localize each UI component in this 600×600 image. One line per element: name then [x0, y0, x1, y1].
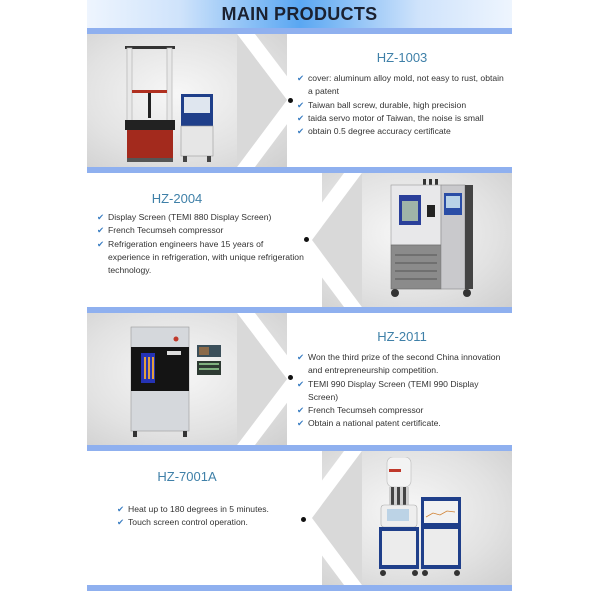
feature-list: ✔Won the third prize of the second China… [297, 351, 505, 431]
feature-item: ✔Touch screen control operation. [117, 516, 307, 529]
separator-band [87, 445, 512, 451]
main-products-header: MAIN PRODUCTS [87, 0, 512, 28]
product-card-hz-7001a[interactable]: HZ-7001A ✔Heat up to 180 degrees in 5 mi… [87, 451, 512, 585]
feature-item: ✔French Tecumseh compressor [297, 404, 505, 417]
feature-item: ✔French Tecumseh compressor [97, 224, 305, 237]
feature-item: ✔Taiwan ball screw, durable, high precis… [297, 99, 507, 112]
chevron-divider-icon [294, 451, 362, 585]
feature-item: ✔taida servo motor of Taiwan, the noise … [297, 112, 507, 125]
product-title: HZ-1003 [376, 50, 428, 65]
page-title: MAIN PRODUCTS [221, 3, 378, 24]
product-card-hz-2004[interactable]: HZ-2004 ✔Display Screen (TEMI 880 Displa… [87, 173, 512, 307]
check-icon: ✔ [97, 238, 105, 249]
product-card-hz-2011[interactable]: HZ-2011 ✔Won the third prize of the seco… [87, 313, 512, 445]
check-icon: ✔ [297, 418, 305, 429]
product-title: HZ-7001A [157, 469, 217, 484]
xenon-test-chamber-image [130, 326, 221, 437]
separator-band [87, 28, 512, 34]
feature-item: ✔Heat up to 180 degrees in 5 minutes. [117, 503, 307, 516]
environmental-chamber-image [390, 179, 473, 297]
main-products-column: MAIN PRODUCTS HZ-1003 ✔cover: aluminum a… [87, 0, 512, 600]
feature-item: ✔Obtain a national patent certificate. [297, 417, 505, 430]
check-icon: ✔ [297, 99, 305, 110]
separator-band [87, 307, 512, 313]
check-icon: ✔ [297, 73, 305, 83]
bullet-dot-icon [301, 517, 306, 522]
feature-item: ✔Refrigeration engineers have 15 years o… [97, 238, 304, 276]
product-card-hz-1003[interactable]: HZ-1003 ✔cover: aluminum alloy mold, not… [87, 34, 512, 167]
separator-band [87, 167, 512, 173]
check-icon: ✔ [297, 405, 305, 416]
separator-band [87, 585, 512, 591]
check-icon: ✔ [117, 517, 125, 528]
bullet-dot-icon [304, 237, 309, 242]
feature-list: ✔cover: aluminum alloy mold, not easy to… [297, 72, 507, 138]
product-title: HZ-2011 [377, 329, 427, 344]
check-icon: ✔ [297, 112, 305, 123]
bullet-dot-icon [288, 375, 293, 380]
feature-item: ✔Won the third prize of the second China… [297, 352, 501, 376]
feature-list: ✔Display Screen (TEMI 880 Display Screen… [97, 211, 305, 277]
product-title: HZ-2004 [151, 191, 203, 206]
check-icon: ✔ [297, 352, 305, 362]
check-icon: ✔ [297, 126, 305, 137]
feature-item: ✔cover: aluminum alloy mold, not easy to… [297, 73, 504, 97]
bullet-dot-icon [288, 98, 293, 103]
universal-testing-machine-image [125, 46, 214, 162]
feature-item: ✔Display Screen (TEMI 880 Display Screen… [97, 211, 305, 224]
feature-item: ✔obtain 0.5 degree accuracy certificate [297, 125, 507, 138]
feature-item: ✔TEMI 990 Display Screen (TEMI 990 Displ… [297, 378, 479, 402]
check-icon: ✔ [117, 504, 125, 514]
check-icon: ✔ [97, 212, 105, 222]
check-icon: ✔ [97, 225, 105, 236]
check-icon: ✔ [297, 378, 305, 389]
feature-list: ✔Heat up to 180 degrees in 5 minutes. ✔T… [117, 503, 307, 530]
rheometer-image [379, 457, 461, 576]
